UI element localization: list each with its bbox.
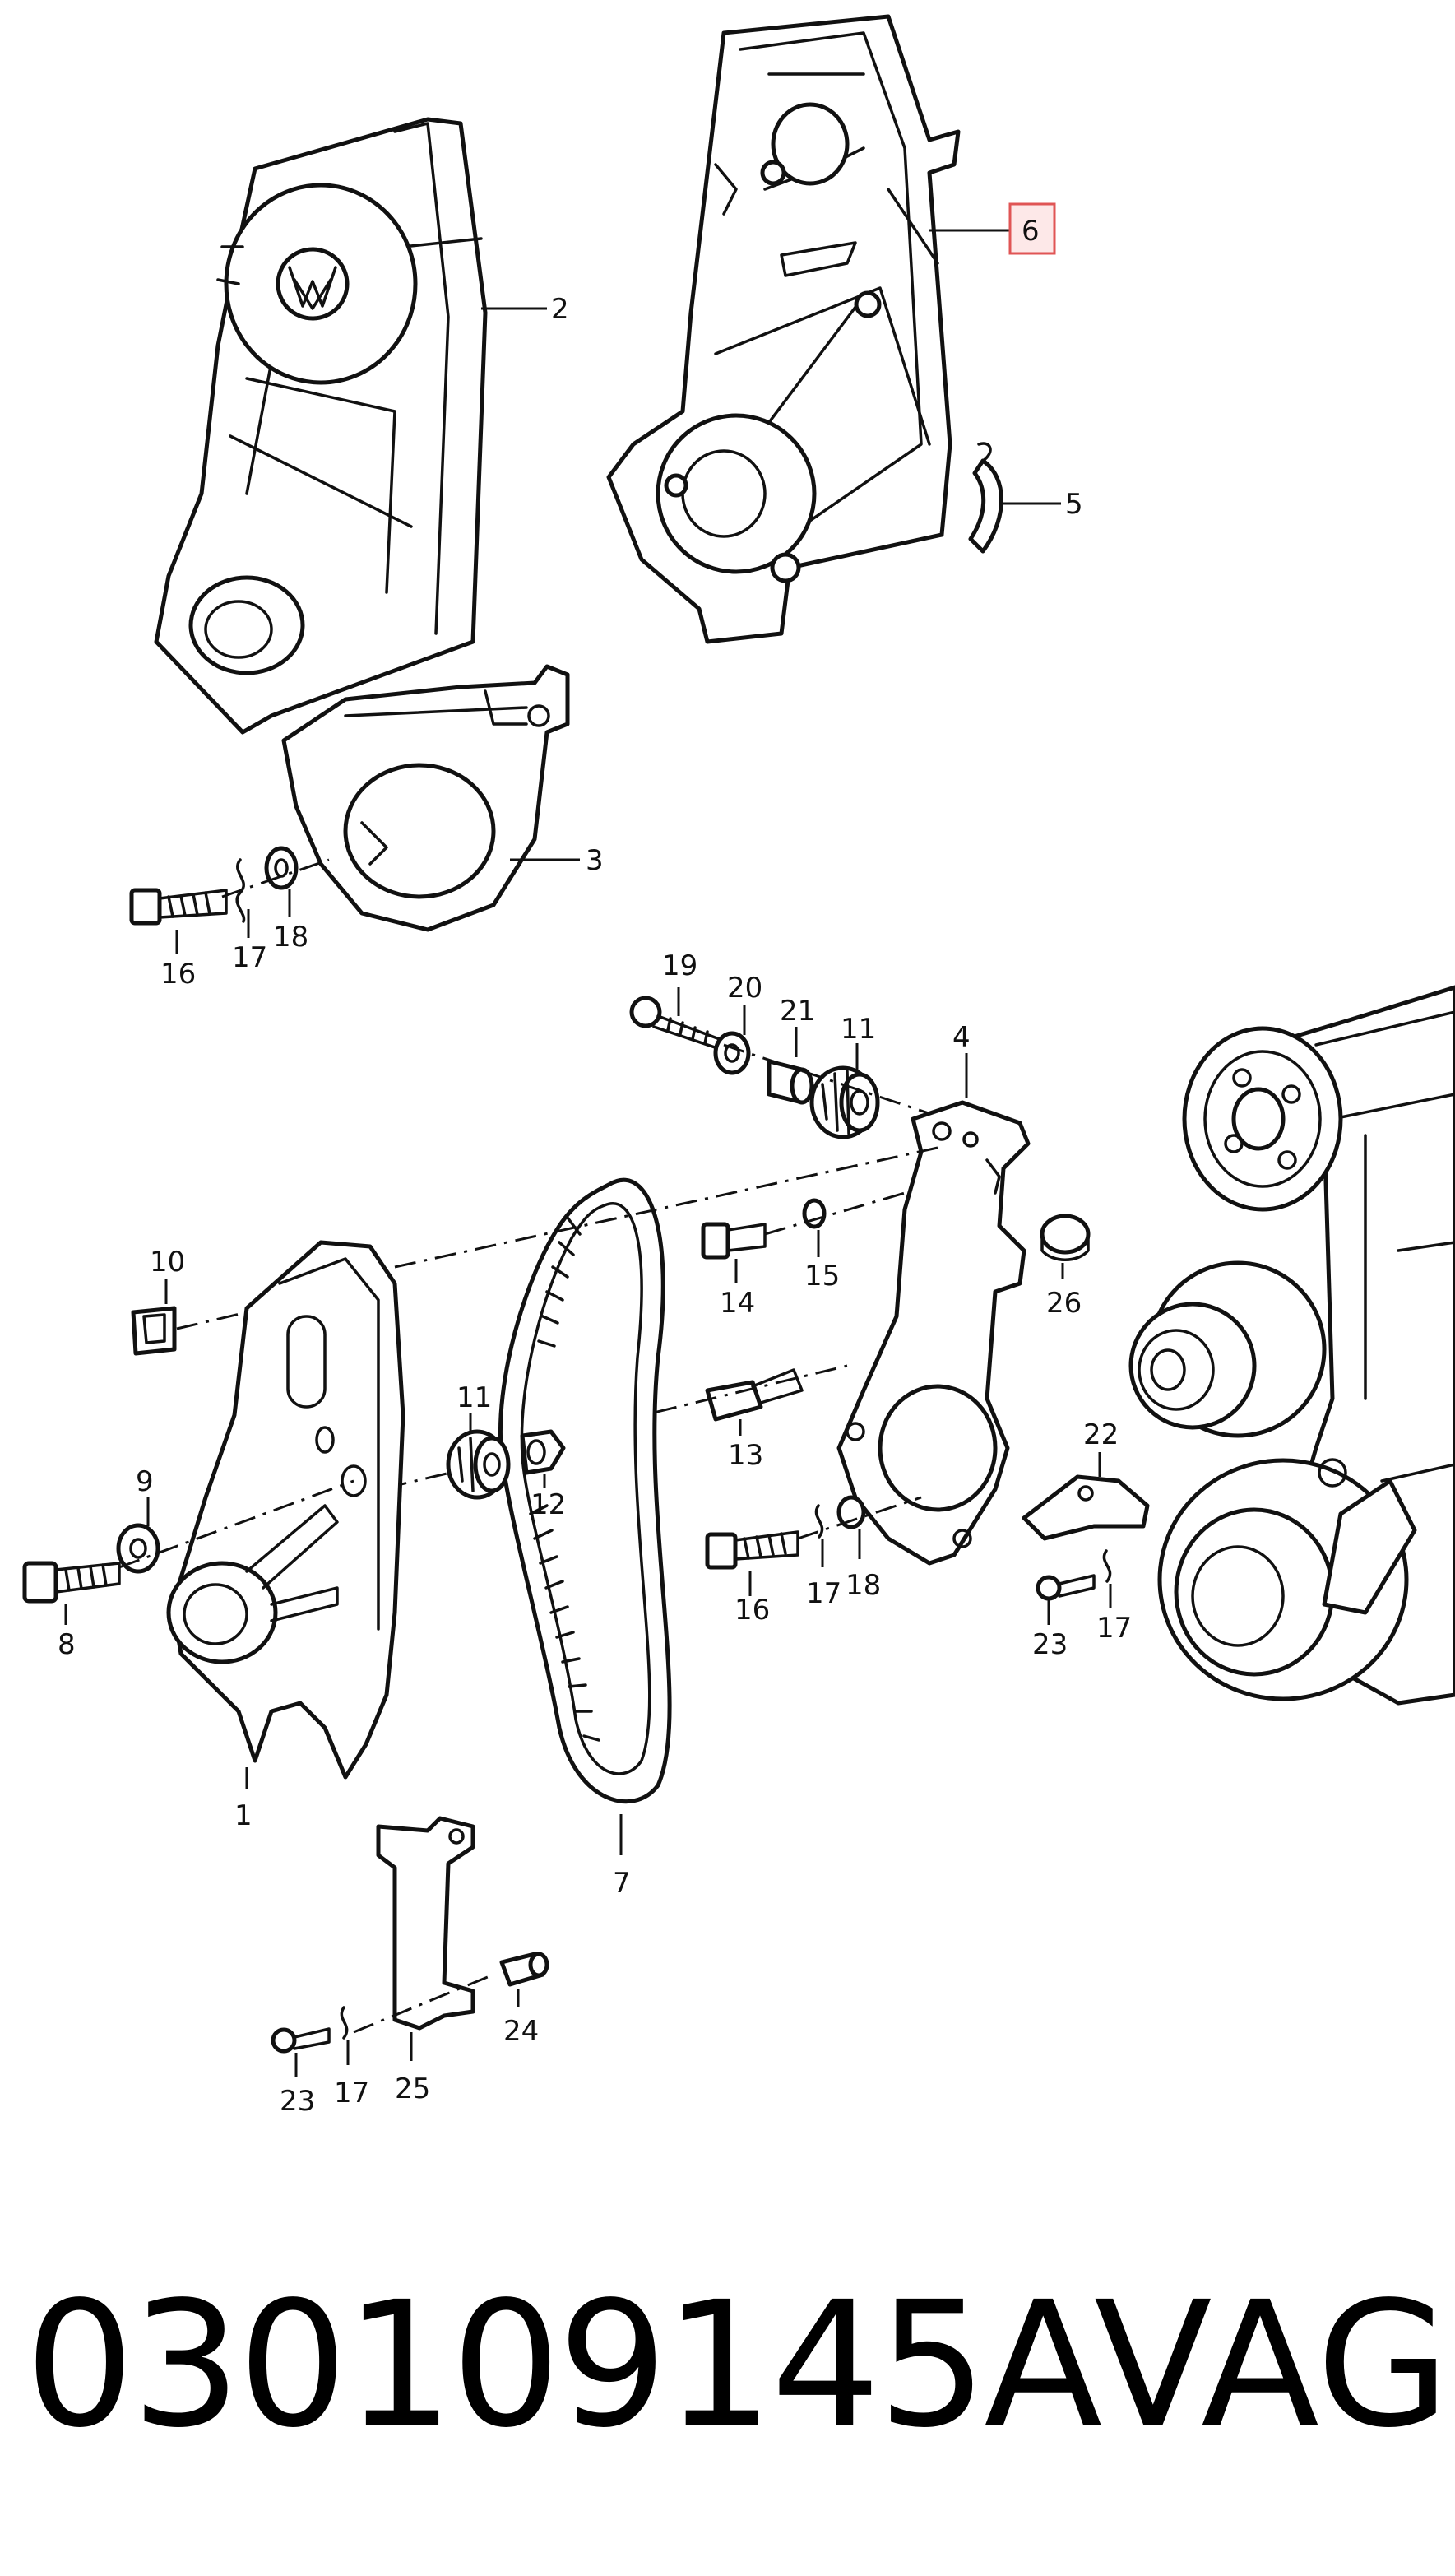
label-18-upper: 18 [273,921,308,954]
part-2-upper-cover [154,117,488,735]
label-23-lower: 23 [280,2085,315,2118]
bracket-22 [1022,1474,1150,1541]
label-2: 2 [551,293,569,326]
label-24: 24 [503,2015,539,2048]
stud-13 [705,1368,804,1422]
label-4: 4 [952,1021,971,1054]
sleeve-24 [499,1952,549,1987]
bolt-16-lower [705,1530,799,1570]
part-3-middle-cover [281,664,570,932]
label-19: 19 [662,949,697,982]
label-18-lower: 18 [846,1569,881,1602]
label-6: 6 [1022,215,1040,248]
label-16-lower: 16 [734,1594,770,1627]
label-17-upper: 17 [232,941,267,974]
label-13: 13 [728,1439,763,1472]
bolt-14 [701,1222,767,1260]
engine-block [1128,985,1455,1706]
part-1-lower-cover [166,1240,405,1780]
label-17-right: 17 [1096,1612,1132,1645]
label-1: 1 [234,1799,253,1832]
label-23-right: 23 [1032,1628,1068,1661]
part-4-bracket [836,1100,1031,1566]
bolt-23-lower [271,2027,331,2054]
label-26: 26 [1046,1287,1082,1320]
crankshaft-pulley [1157,1458,1417,1701]
lock-washer-17-right [1102,1549,1112,1583]
part-6-rear-cover [606,14,961,644]
label-9: 9 [136,1465,154,1498]
cap-26 [1040,1214,1091,1261]
label-17-lower-mid: 17 [806,1577,841,1610]
label-10: 10 [150,1246,185,1279]
bolt-8 [22,1561,121,1604]
part-7-timing-belt [498,1177,672,1804]
part-25-support [376,1816,475,2031]
lock-washer-17-bottom [340,2006,349,2040]
part-5-clip [968,442,1003,554]
washer-18-upper [264,846,299,890]
label-7: 7 [613,1867,631,1900]
label-6-highlight-box [1008,202,1056,255]
label-3: 3 [586,844,604,877]
lock-washer-17-upper [235,858,246,923]
washer-9 [116,1523,160,1574]
bolt-23-right [1036,1574,1096,1601]
label-11-upper: 11 [841,1013,876,1046]
washer-20 [713,1031,751,1075]
bolt-16-upper [129,888,228,926]
bolt-19 [629,996,725,1051]
label-21: 21 [780,995,815,1028]
label-14: 14 [720,1287,755,1320]
label-11-lower: 11 [456,1381,492,1414]
washer-18-lower [836,1495,866,1529]
clip-nut-10 [131,1306,177,1356]
lock-washer-17-lower [814,1504,824,1539]
damper-11-upper [809,1065,880,1139]
label-8: 8 [58,1628,76,1661]
brand-caption: VAG [1094,2264,1450,2466]
part-number-caption: 030109145A [25,2264,1102,2466]
camshaft-sprocket [1182,1026,1343,1212]
label-16-upper: 16 [160,958,196,991]
spacer-21 [767,1059,814,1105]
label-20: 20 [727,972,762,1005]
label-15: 15 [804,1260,840,1293]
label-25: 25 [395,2072,430,2105]
water-pump [1128,1260,1327,1438]
damper-11-lower [446,1429,511,1500]
label-17-bottom: 17 [334,2077,369,2110]
nut-12 [520,1429,566,1475]
label-22: 22 [1083,1418,1119,1451]
label-5: 5 [1065,488,1083,521]
label-12: 12 [531,1488,566,1521]
